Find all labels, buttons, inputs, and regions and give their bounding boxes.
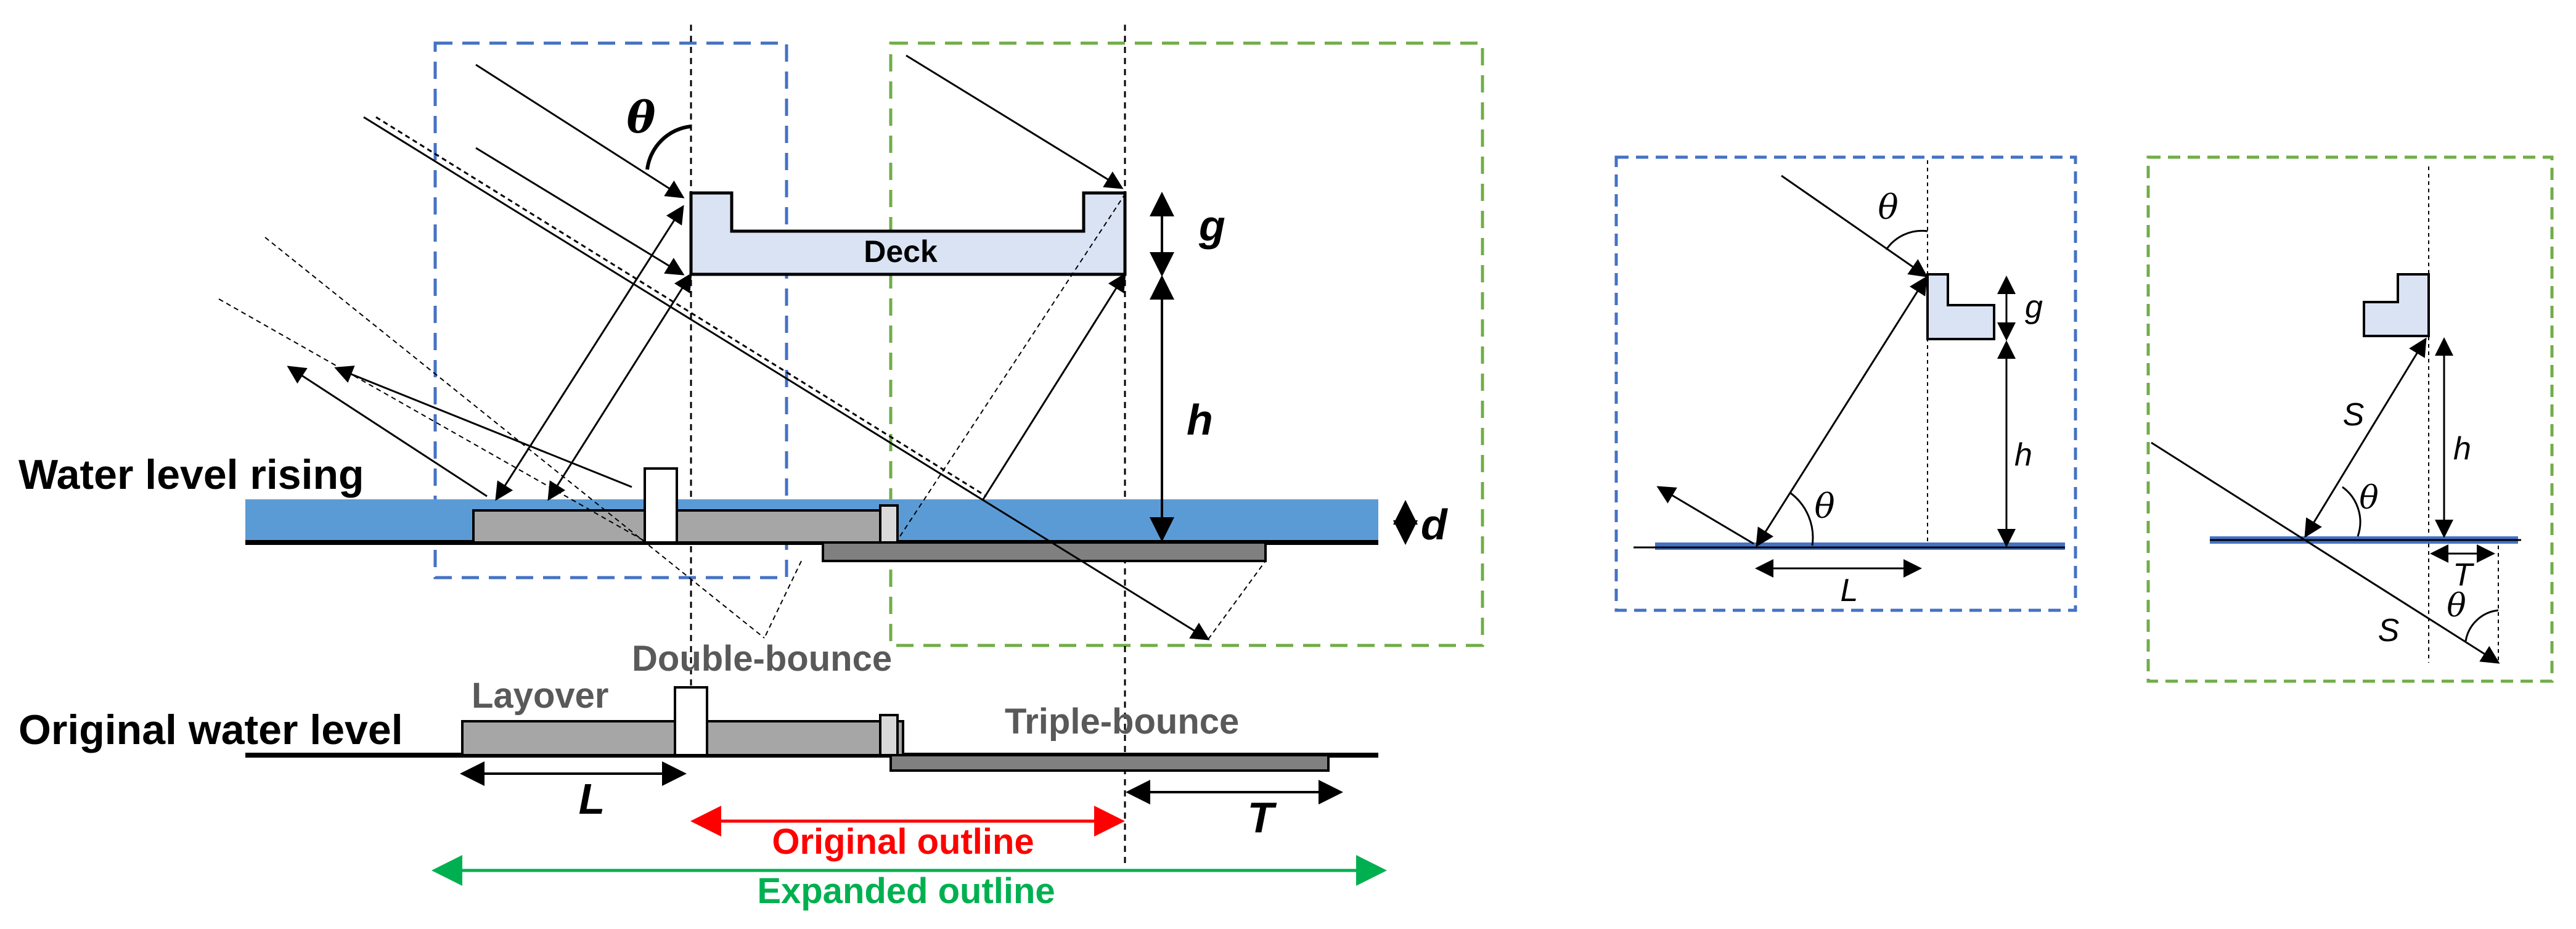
- green-detail-T-label: T: [2453, 557, 2474, 593]
- blue-detail-panel: θ θ g h L: [1614, 155, 2077, 612]
- double-bounce-label: Double-bounce: [632, 639, 892, 679]
- blue-detail-water: [1655, 542, 2065, 550]
- blue-detail-ray-up: [1756, 276, 1928, 547]
- d-label: d: [1421, 501, 1448, 549]
- green-detail-theta-top: θ: [2359, 480, 2378, 517]
- blue-detail-ray-in: [1781, 174, 1928, 277]
- ray-main-long: [363, 116, 1210, 640]
- green-detail-frame: [2146, 155, 2554, 683]
- blue-detail-theta-arc-bottom: [1790, 492, 1814, 546]
- ray-back-1: [287, 366, 488, 497]
- blue-detail-ray-back: [1656, 486, 1754, 545]
- L-label: L: [579, 775, 605, 823]
- ray-up-2: [547, 272, 692, 501]
- rising-layover-area: [472, 509, 886, 544]
- original-pier-left: [674, 686, 708, 756]
- green-detail-S-label-bottom: S: [2378, 613, 2400, 649]
- green-detail-theta-arc-bottom: [2464, 609, 2499, 642]
- blue-detail-theta-top: θ: [1878, 187, 1898, 227]
- layover-label: Layover: [472, 676, 608, 716]
- ray-up-dashed: [899, 194, 1126, 537]
- deck-label: Deck: [864, 234, 938, 269]
- original-pier-right: [879, 714, 899, 756]
- deck-shape: [689, 191, 1127, 276]
- blue-detail-theta-arc-top: [1885, 229, 1928, 250]
- green-detail-theta-arc-top: [2342, 486, 2361, 537]
- green-detail-ray-up: [2304, 337, 2427, 538]
- green-detail-S-label-top: S: [2343, 397, 2365, 433]
- blue-detail-deck: [1926, 273, 1995, 340]
- green-detail-theta-bottom: θ: [2447, 587, 2466, 624]
- ray-dashed-2: [218, 298, 648, 543]
- ray-dashed-1: [264, 237, 765, 639]
- theta-label: θ: [627, 92, 656, 143]
- ray-main-long-dotted: [375, 116, 987, 497]
- ray-diag-dashed-2: [1208, 560, 1266, 640]
- h-label: h: [1187, 396, 1213, 444]
- blue-detail-h-label: h: [2014, 437, 2032, 473]
- rising-pier-right: [879, 504, 899, 544]
- triple-bounce-label: Triple-bounce: [1005, 702, 1239, 742]
- blue-detail-frame: [1614, 155, 2077, 612]
- blue-detail-g-label: g: [2025, 289, 2043, 325]
- blue-detail-theta-bottom: θ: [1814, 486, 1834, 526]
- rising-triple-bounce-area: [822, 541, 1267, 562]
- original-triple-bounce-area: [889, 754, 1330, 772]
- water-rising-label: Water level rising: [18, 451, 364, 498]
- ray-up-3: [982, 272, 1126, 500]
- original-water-label: Original water level: [18, 706, 403, 753]
- g-label: g: [1198, 202, 1225, 250]
- ray-1: [475, 63, 685, 198]
- theta-arc: [645, 125, 692, 170]
- green-detail-ray-in: [2151, 441, 2500, 664]
- green-detail-deck: [2363, 273, 2430, 337]
- green-detail-h-label: h: [2453, 431, 2471, 467]
- green-detail-panel: h T S S θ θ: [2146, 155, 2554, 683]
- original-outline-label: Original outline: [772, 822, 1034, 862]
- rising-pier-left: [644, 467, 678, 544]
- blue-detail-box: [433, 41, 788, 579]
- ray-3: [906, 54, 1124, 189]
- T-label: T: [1248, 793, 1277, 841]
- ray-down-dashed: [764, 560, 802, 639]
- expanded-outline-label: Expanded outline: [757, 871, 1055, 911]
- main-panel: Deck θ g h d Wat: [18, 25, 1484, 911]
- blue-detail-L-label: L: [1841, 573, 1858, 608]
